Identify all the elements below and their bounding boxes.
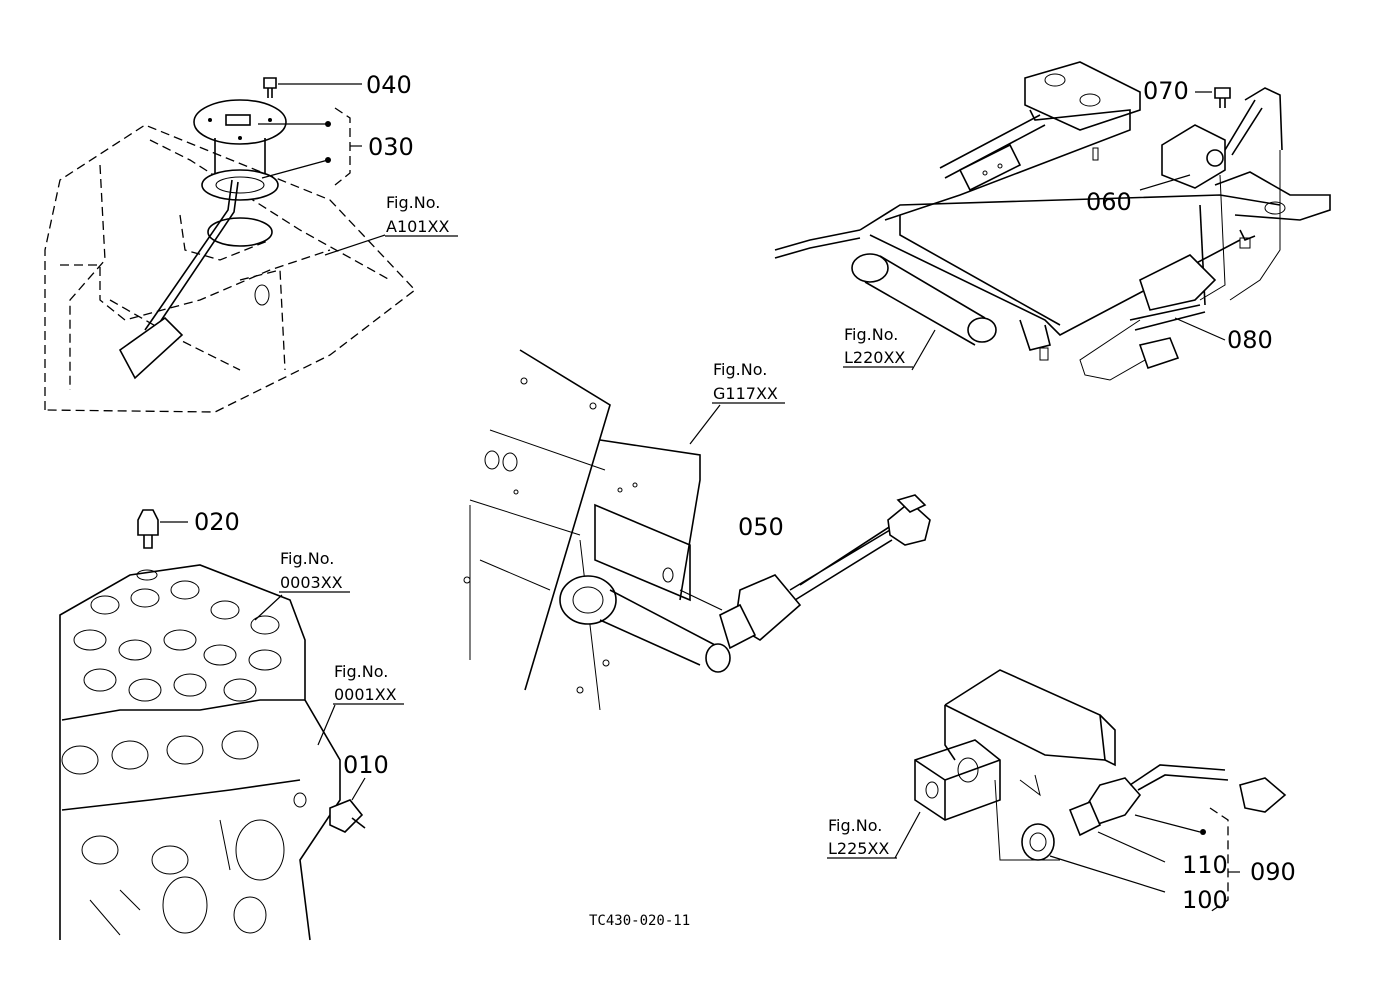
fuel-tank-assembly	[44, 77, 416, 413]
part-090-label: 090	[1250, 858, 1296, 886]
part-060-label: 060	[1086, 188, 1132, 216]
part-050-label: 050	[738, 513, 784, 541]
figref-0001-code: 0001XX	[334, 685, 397, 704]
figref-g117-prefix: Fig.No.	[713, 360, 767, 379]
part-010-label: 010	[343, 751, 389, 779]
drawing-code: TC430-020-11	[589, 913, 690, 929]
panel-switch-assembly	[463, 349, 931, 711]
part-100-label: 100	[1182, 886, 1228, 914]
figref-l220: Fig.No. L220XX	[843, 325, 913, 368]
figref-l220-code: L220XX	[844, 348, 905, 367]
figref-g117: Fig.No. G117XX	[712, 360, 785, 404]
figref-l220-prefix: Fig.No.	[844, 325, 898, 344]
figref-l225: Fig.No. L225XX	[827, 816, 897, 859]
figref-l225-prefix: Fig.No.	[828, 816, 882, 835]
figref-0001: Fig.No. 0001XX	[333, 662, 404, 705]
figref-g117-code: G117XX	[713, 384, 778, 403]
part-030-label: 030	[368, 133, 414, 161]
figref-0001-prefix: Fig.No.	[334, 662, 388, 681]
seat-frame-assembly	[774, 61, 1331, 381]
figref-0003-prefix: Fig.No.	[280, 549, 334, 568]
figref-a101-code: A101XX	[386, 217, 449, 236]
figref-0003: Fig.No. 0003XX	[279, 549, 350, 593]
part-040-label: 040	[366, 71, 412, 99]
figref-a101-prefix: Fig.No.	[386, 193, 440, 212]
part-110-label: 110	[1182, 851, 1228, 879]
figref-0003-code: 0003XX	[280, 573, 343, 592]
part-080-label: 080	[1227, 326, 1273, 354]
part-020-label: 020	[194, 508, 240, 536]
part-070-label: 070	[1143, 77, 1189, 105]
figref-l225-code: L225XX	[828, 839, 889, 858]
figref-a101: Fig.No. A101XX	[385, 193, 458, 237]
engine-head-assembly	[59, 509, 366, 941]
solenoid-assembly	[894, 669, 1287, 913]
